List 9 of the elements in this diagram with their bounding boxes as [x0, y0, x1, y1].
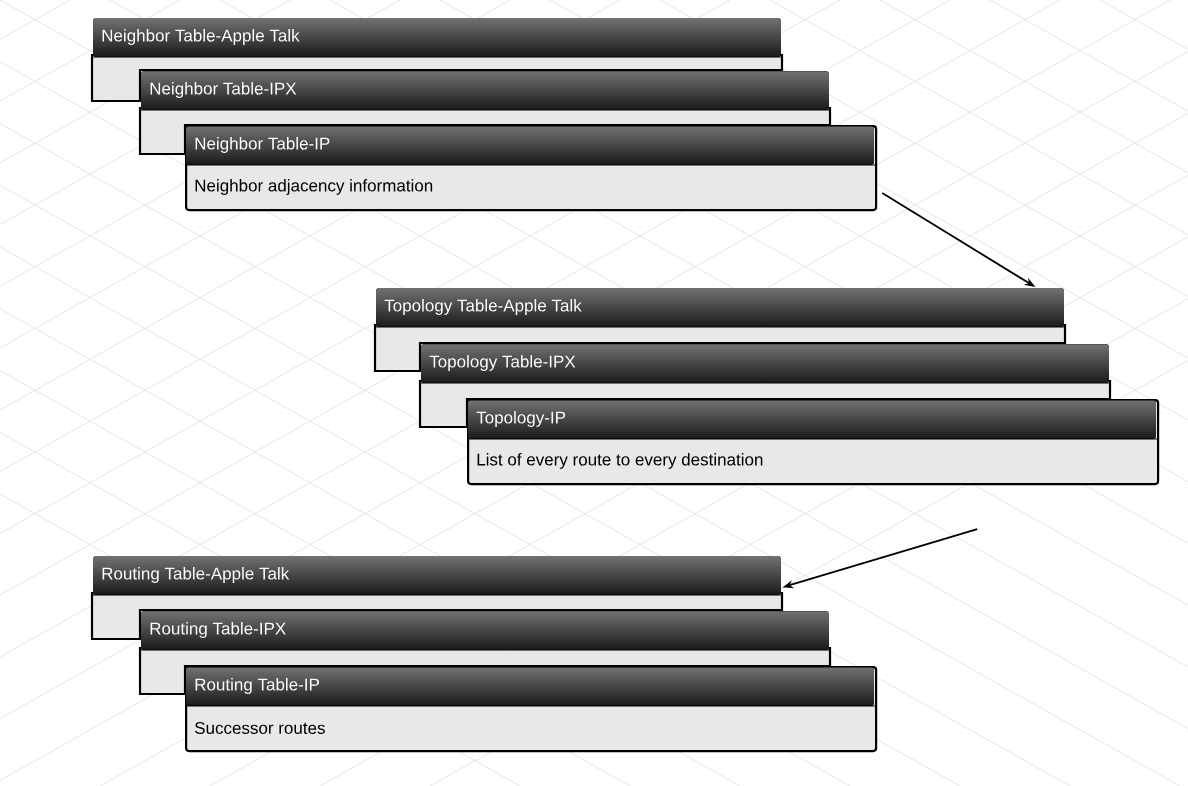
table-box: Topology-IP List of every route to every destination	[466, 399, 1160, 486]
node-label: Topology Table-Apple Talk	[384, 299, 582, 315]
table-box: Routing Table-IP Successor routes	[184, 666, 878, 753]
node-label: Routing Table-Apple Talk	[102, 567, 290, 583]
node-label: Neighbor Table-IPX	[150, 82, 297, 98]
node-label: Neighbor Table-Apple Talk	[102, 29, 300, 45]
node-label: Routing Table-IPX	[150, 622, 286, 638]
node-label: Topology Table-IPX	[429, 355, 576, 371]
table-box: Neighbor Table-IP Neighbor adjacency information	[184, 125, 878, 212]
